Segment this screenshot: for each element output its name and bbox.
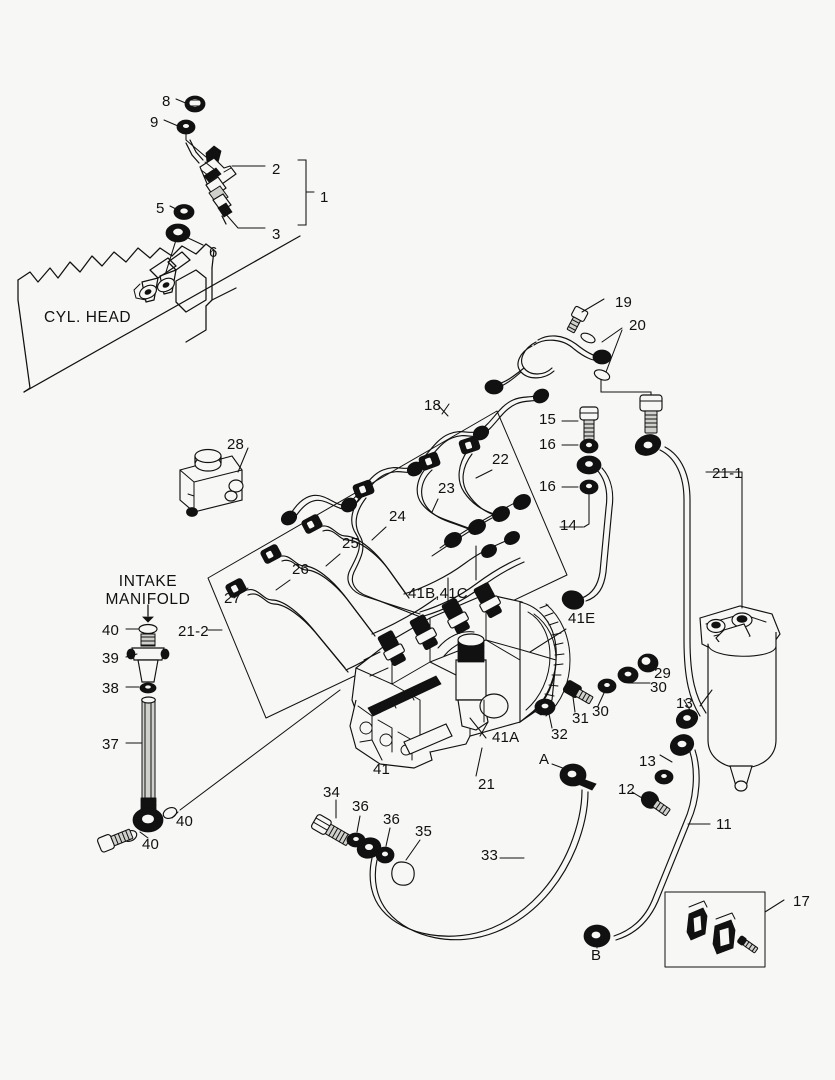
callout-26: 26 [292, 561, 310, 578]
callout-30-inner: 30 [592, 703, 610, 720]
callout-28: 28 [227, 436, 245, 453]
callout-18: 18 [424, 397, 442, 414]
callout-14: 14 [560, 517, 578, 534]
hose-33-assembly [310, 763, 611, 951]
callout-16-lower: 16 [539, 478, 557, 495]
callout-21: 21 [478, 776, 496, 793]
callout-2: 2 [272, 161, 281, 178]
callout-B: B [591, 947, 602, 964]
callout-16-upper: 16 [539, 436, 557, 453]
intake-manifold-heater-assembly [96, 604, 341, 853]
callout-A: A [539, 751, 550, 768]
injection-pipes-22-27 [225, 435, 498, 673]
callout-34: 34 [323, 784, 341, 801]
callout-5: 5 [156, 200, 165, 217]
callout-39: 39 [102, 650, 120, 667]
label-intake-manifold-line2: MANIFOLD [105, 591, 191, 608]
callout-24: 24 [389, 508, 407, 525]
callout-13-upper: 13 [676, 695, 694, 712]
callout-40-right: 40 [176, 813, 194, 830]
feed-pump-41A [455, 633, 509, 737]
callout-36-right: 36 [383, 811, 401, 828]
callout-21-2: 21-2 [178, 623, 209, 640]
callout-30-outer: 30 [650, 679, 668, 696]
callout-41B-41C: 41B,41C [408, 585, 468, 602]
callout-21-1: 21-1 [712, 465, 743, 482]
fuel-filter [699, 581, 781, 792]
callout-12: 12 [618, 781, 636, 798]
callout-15: 15 [539, 411, 557, 428]
callout-9: 9 [150, 114, 159, 131]
callout-33: 33 [481, 847, 499, 864]
injector-assembly [165, 95, 237, 243]
injection-pipe-harness-18 [280, 388, 550, 526]
callout-29: 29 [654, 665, 672, 682]
callout-19: 19 [615, 294, 633, 311]
callout-31: 31 [572, 710, 590, 727]
callout-38: 38 [102, 680, 120, 697]
callout-25: 25 [342, 535, 360, 552]
label-intake-manifold-line1: INTAKE [118, 573, 178, 590]
callout-37: 37 [102, 736, 120, 753]
component-28 [179, 448, 244, 517]
small-parts-29-32 [534, 653, 659, 729]
callout-11: 11 [716, 816, 732, 833]
fuel-hose-11 [613, 689, 713, 941]
delivery-valve-holders-41B-41C [377, 545, 502, 666]
inset-box-17 [664, 891, 785, 968]
callout-41: 41 [373, 761, 391, 778]
callout-36-left: 36 [352, 798, 370, 815]
callout-40-top: 40 [102, 622, 120, 639]
callout-17: 17 [793, 893, 811, 910]
callout-41E: 41E [568, 610, 596, 627]
callout-20: 20 [629, 317, 647, 334]
callout-3: 3 [272, 226, 281, 243]
callout-32: 32 [551, 726, 569, 743]
callout-35: 35 [415, 823, 433, 840]
callout-1: 1 [320, 189, 329, 206]
callout-6: 6 [209, 244, 218, 261]
callout-13-lower: 13 [639, 753, 657, 770]
return-line-and-banjo-bolts [484, 298, 743, 717]
label-cyl-head: CYL. HEAD [44, 309, 132, 326]
callout-41A: 41A [492, 729, 520, 746]
callout-40-left: 40 [142, 836, 160, 853]
misc-leaders [207, 403, 567, 777]
fuel-line-set-panel-21-2 [207, 410, 568, 719]
callout-22: 22 [492, 451, 510, 468]
callout-27: 27 [224, 590, 242, 607]
callout-8: 8 [162, 93, 171, 110]
cylinder-head-outline [17, 235, 301, 393]
injector-seat-detail [133, 251, 191, 303]
pump-gear-teeth [533, 603, 571, 717]
callout-leaders-injector [163, 98, 315, 273]
callout-23: 23 [438, 480, 456, 497]
